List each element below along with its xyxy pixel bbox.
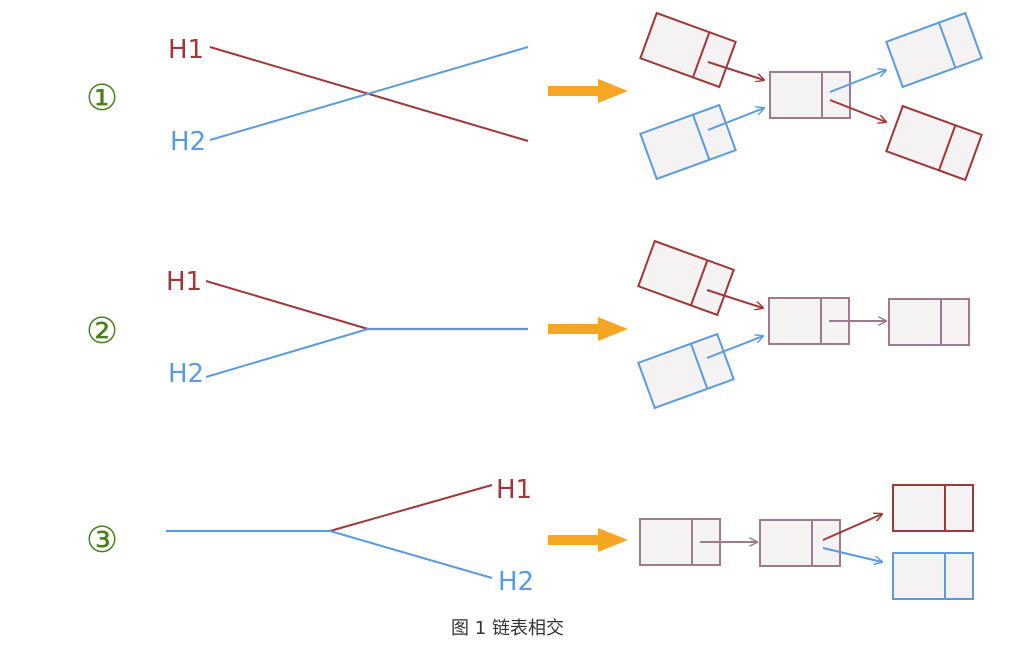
row-3-h1-node [892, 484, 974, 532]
row-3-h2-line [329, 530, 493, 579]
figure-caption: 图 1 链表相交 [451, 618, 564, 639]
row-3-h2-node [892, 552, 974, 600]
row-2-pointer-h2-to-shared [706, 336, 763, 359]
row-2-next-node [888, 298, 970, 346]
row-3-number: ③ [86, 520, 118, 561]
row-2-pointer-h1-to-shared [706, 289, 763, 308]
row-1-h2-label: H2 [170, 127, 206, 157]
row-1-h1-label: H1 [168, 35, 204, 65]
row-3-h1-line [329, 484, 493, 532]
row-3-orange-arrow [548, 528, 628, 552]
row-3-pointer-shared-to-h1 [822, 514, 882, 541]
row-1-pointer-h2-to-shared [707, 108, 764, 131]
row-1-shared-node [769, 71, 851, 119]
row-2-h2-node [637, 332, 735, 410]
row-2-orange-arrow [548, 317, 628, 341]
row-2-h2-label: H2 [168, 359, 204, 389]
row-2-h1-label: H1 [166, 267, 202, 297]
row-3-h1-label: H1 [496, 475, 532, 505]
row-1-h1-node [639, 11, 737, 89]
row-3: ③ H1 H2 [86, 475, 974, 600]
row-2-number: ② [86, 311, 118, 352]
row-2-h1-node [637, 239, 735, 317]
row-1-h2-node [639, 103, 737, 181]
row-2: ② H1 H2 [86, 239, 970, 410]
row-1-pointer-shared-to-h2-next [829, 70, 886, 93]
row-1: ① H1 H2 [86, 11, 983, 182]
row-3-h2-label: H2 [498, 567, 534, 597]
row-1-pointer-shared-to-h1-next [829, 99, 886, 122]
row-1-h2-line [209, 46, 529, 141]
row-1-number: ① [86, 78, 118, 119]
row-3-shared-node [759, 519, 841, 567]
row-2-h1-line [205, 280, 369, 330]
row-1-next-h2-node [885, 11, 983, 89]
row-3-pointer-shared-to-h2 [822, 547, 882, 562]
row-1-orange-arrow [548, 79, 628, 103]
row-1-next-h1-node [885, 104, 983, 182]
row-1-pointer-h1-to-shared [707, 61, 764, 80]
row-2-h2-line [205, 328, 369, 378]
